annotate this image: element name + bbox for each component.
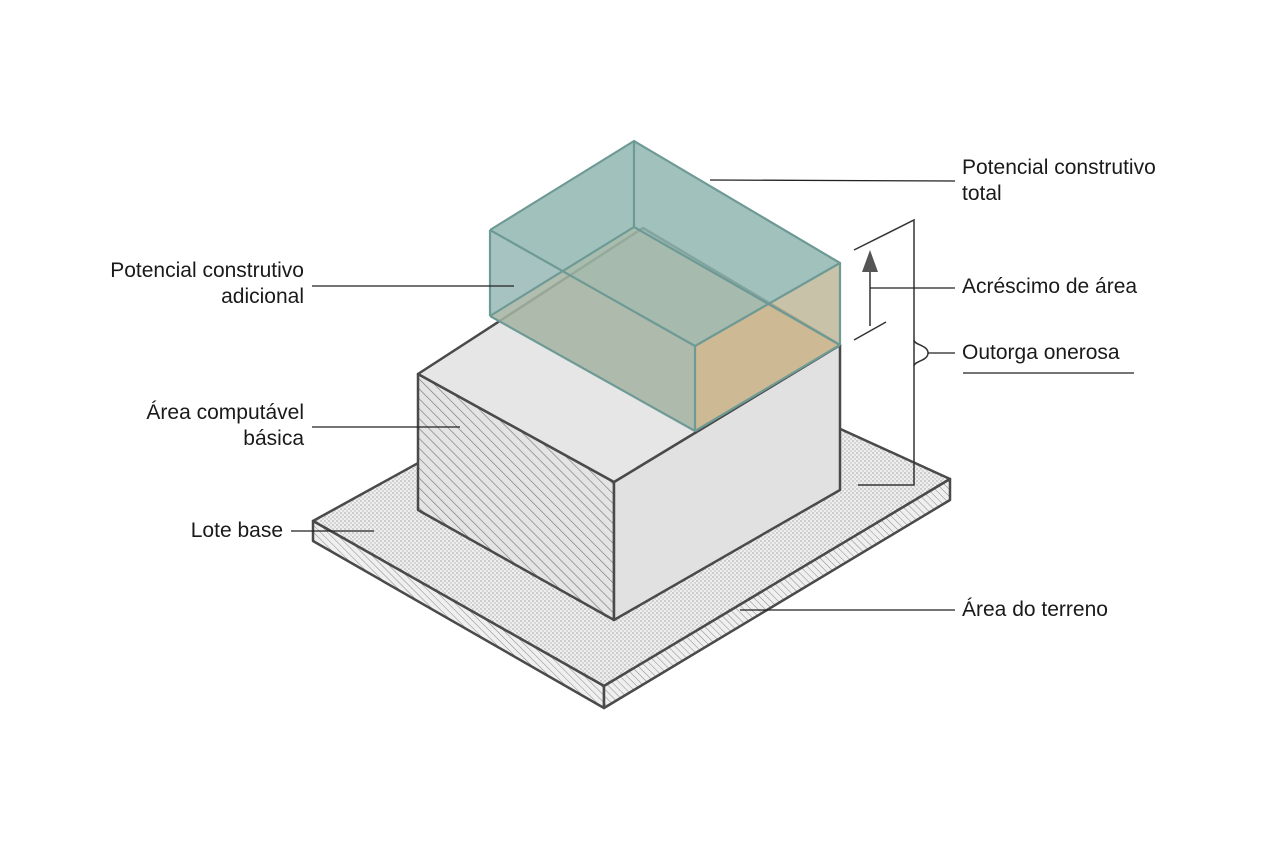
label-area-terreno-text: Área do terreno [962,598,1108,621]
brace-icon [913,339,929,367]
label-lote-base-text: Lote base [190,519,283,542]
label-lote-base: Lote base [191,518,283,544]
potencial-construtivo-box [488,139,842,432]
leader-lines [291,179,1134,611]
label-potencial-adicional-line2: adicional [221,285,304,308]
label-outorga-text: Outorga onerosa [962,341,1120,364]
label-area-computavel: Área computável básica [146,400,304,452]
label-area-terreno: Área do terreno [962,597,1108,623]
label-potencial-total-line2: total [962,182,1002,205]
label-area-computavel-line1: Área computável [146,401,304,424]
label-area-computavel-line2: básica [243,427,304,450]
glass-front-left [490,230,695,431]
label-potencial-adicional: Potencial construtivo adicional [110,258,304,310]
glass-edges [488,139,842,432]
dimension-bracket [853,218,915,486]
arrow-up-icon [862,250,878,272]
plate-right-edge [602,477,952,710]
label-outorga: Outorga onerosa [962,340,1120,366]
label-potencial-adicional-line1: Potencial construtivo [110,259,304,282]
label-acrescimo-text: Acréscimo de área [962,275,1138,298]
glass-front-right [695,263,840,431]
label-acrescimo: Acréscimo de área [962,274,1137,300]
label-potencial-total-line1: Potencial construtivo [962,156,1156,179]
label-potencial-total: Potencial construtivo total [962,155,1156,207]
